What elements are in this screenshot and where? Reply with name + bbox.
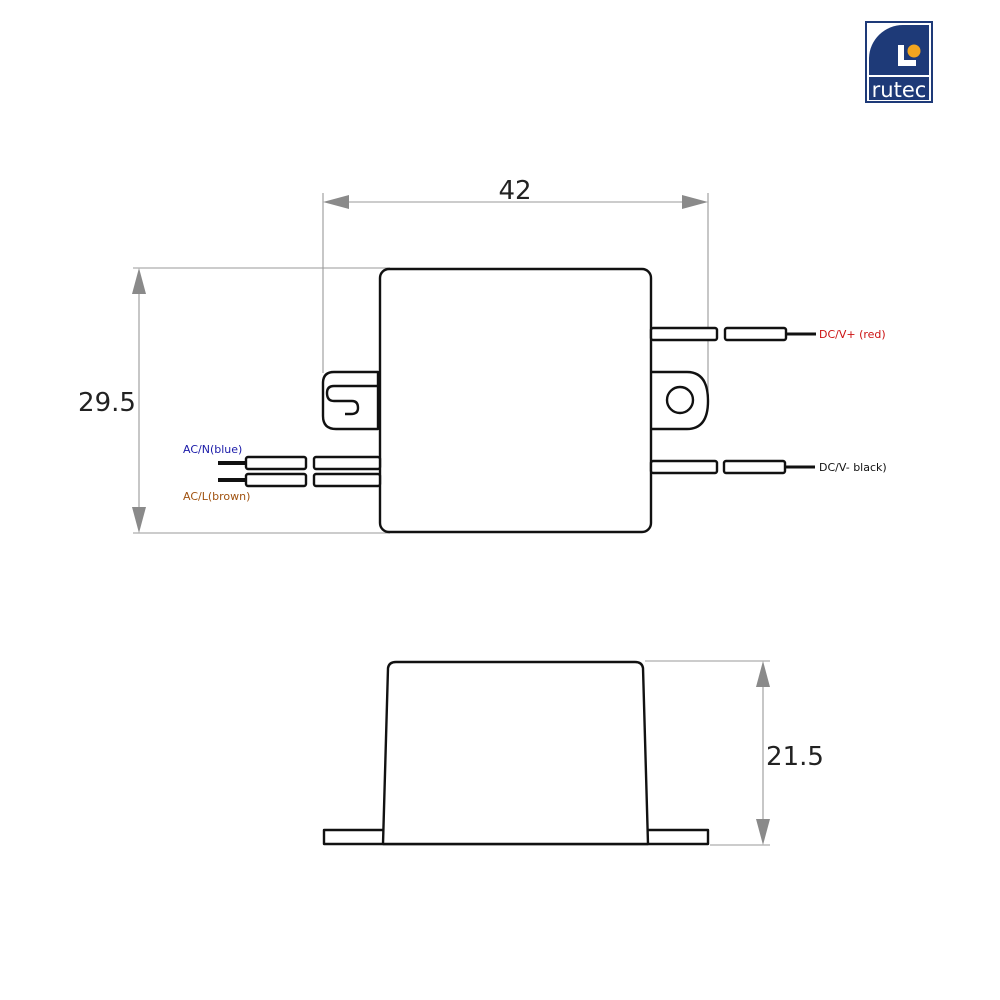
ac-l-wire xyxy=(218,472,382,488)
left-mounting-tab xyxy=(321,370,380,431)
logo-text: rutec xyxy=(872,78,927,102)
mounting-hole xyxy=(665,385,695,415)
width-value: 42 xyxy=(498,176,531,206)
depth-arrow-bottom xyxy=(756,819,770,845)
depth-arrow-top xyxy=(756,661,770,687)
side-body xyxy=(381,660,650,846)
dc-pos-wire xyxy=(649,326,816,342)
height-arrow-bottom xyxy=(132,507,146,533)
width-arrow-right xyxy=(682,195,708,209)
ac-l-label: AC/L(brown) xyxy=(183,490,250,503)
housing-side-view xyxy=(322,660,710,846)
dc-neg-label: DC/V- black) xyxy=(819,461,887,474)
dc-pos-label: DC/V+ (red) xyxy=(819,328,886,341)
width-arrow-left xyxy=(323,195,349,209)
depth-value: 21.5 xyxy=(766,742,824,772)
logo-dot xyxy=(907,44,921,58)
depth-dimension: 21.5 xyxy=(645,660,824,846)
height-arrow-top xyxy=(132,268,146,294)
rutec-logo-icon xyxy=(869,25,929,75)
ac-n-label: AC/N(blue) xyxy=(183,443,242,456)
height-value: 29.5 xyxy=(78,388,136,418)
dc-neg-wire xyxy=(649,459,815,475)
height-dimension: 29.5 xyxy=(78,267,390,534)
right-mounting-tab xyxy=(648,370,710,431)
rutec-logo: rutec xyxy=(865,21,933,103)
housing-top-view xyxy=(378,267,653,534)
width-dimension: 42 xyxy=(322,176,709,393)
ac-n-wire xyxy=(218,455,382,471)
